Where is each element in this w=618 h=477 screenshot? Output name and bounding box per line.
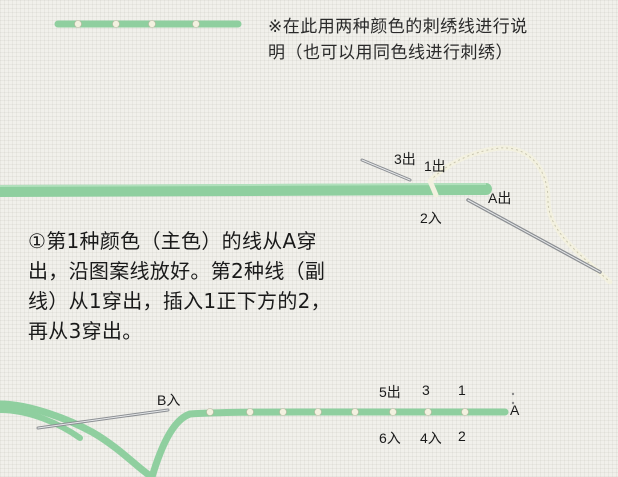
needle-middle-lower [466,198,602,274]
label-point-1: 1 [458,382,466,398]
step-line: ①第1种颜色（主色）的线从A穿 [28,229,317,253]
sample-couched-line [54,20,242,28]
label-point-2: 2 [458,428,466,444]
label-in-6: 6入 [379,430,401,446]
label-in-4: 4入 [420,430,442,446]
step-1-instructions: ①第1种颜色（主色）的线从A穿 出，沿图案线放好。第2种线（副 线）从1穿出，插… [28,226,398,346]
label-in-2: 2入 [420,210,442,226]
step-line: 线）从1穿出，插入1正下方的2， [28,289,331,313]
couching-thread-middle [427,145,613,285]
step-line: 出，沿图案线放好。第2种线（副 [28,259,326,283]
step-line: 再从3穿出。 [28,319,143,343]
needle-bottom [36,408,170,430]
main-thread-middle [0,183,492,197]
label-point-a: A [510,402,520,418]
note-line: ※在此用两种颜色的刺绣线进行说 [268,17,528,37]
label-in-b: B入 [157,392,181,408]
label-point-3: 3 [422,382,430,398]
label-out-1: 1出 [424,158,446,174]
main-thread-bottom [0,400,509,477]
label-out-3: 3出 [394,151,416,167]
label-out-5: 5出 [379,384,401,400]
guide-dots [511,392,515,405]
explanation-note: ※在此用两种颜色的刺绣线进行说 明（也可以用同色线进行刺绣） [268,14,608,66]
needle-middle-upper [360,158,412,182]
note-line: 明（也可以用同色线进行刺绣） [268,43,513,63]
label-out-a: A出 [488,190,512,206]
